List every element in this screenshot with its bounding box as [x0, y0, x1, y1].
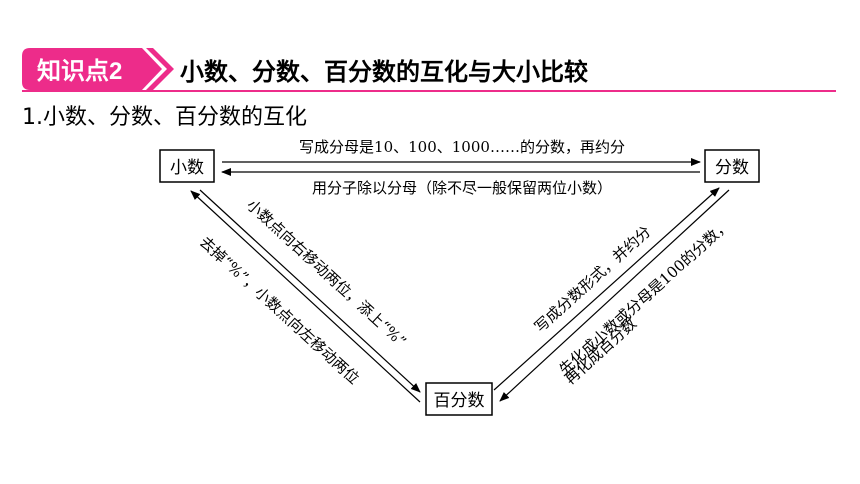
node-percent: 百分数	[425, 382, 493, 416]
node-fraction: 分数	[704, 149, 760, 183]
header-badge-background	[22, 48, 162, 90]
arrow-percent-to-fraction	[493, 187, 720, 391]
arrow-fraction-to-percent	[499, 189, 730, 402]
node-decimal-label: 小数	[170, 158, 204, 178]
arrow-percent-to-decimal	[190, 190, 421, 403]
section-heading: 1.小数、分数、百分数的互化	[22, 105, 307, 130]
label-decimal-to-percent: 小数点向右移动两位，添上“%”	[243, 196, 410, 351]
label-percent-to-decimal: 去掉“%”，小数点向左移动两位	[196, 233, 363, 388]
arrow-decimal-to-percent	[199, 189, 421, 393]
knowledge-point-header: 知识点2 小数、分数、百分数的互化与大小比较	[22, 48, 836, 92]
node-fraction-box	[704, 149, 760, 183]
node-percent-label: 百分数	[434, 391, 485, 411]
header-badge-label: 知识点2	[37, 58, 122, 85]
label-decimal-to-fraction: 写成分母是10、100、1000……的分数，再约分	[299, 138, 625, 156]
label-fraction-to-decimal: 用分子除以分母（除不尽一般保留两位小数）	[312, 179, 612, 197]
node-decimal: 小数	[159, 149, 215, 183]
label-percent-to-fraction: 写成分数形式，并约分	[531, 222, 655, 336]
header-badge-chevron	[146, 48, 174, 90]
node-fraction-label: 分数	[715, 158, 749, 178]
header-title: 小数、分数、百分数的互化与大小比较	[180, 58, 588, 86]
node-percent-box	[425, 382, 493, 416]
node-decimal-box	[159, 149, 215, 183]
